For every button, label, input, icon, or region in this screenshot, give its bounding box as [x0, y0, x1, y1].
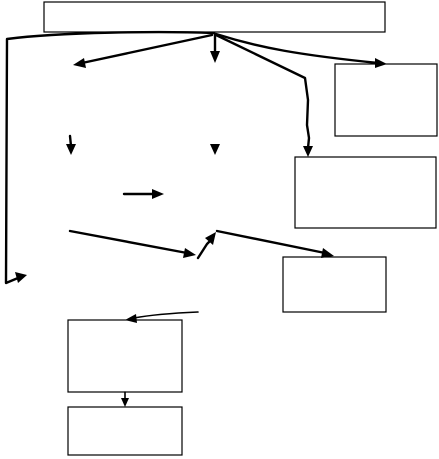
center-down-arrowhead	[210, 144, 220, 155]
hub-to-left-arrowhead	[73, 58, 86, 68]
left-loop-connector	[4, 30, 216, 285]
hub-to-right-upper-arrowhead	[375, 58, 387, 68]
into-bottom-upper-arrowhead	[125, 314, 137, 323]
merge-to-right-lower-connector	[215, 229, 327, 255]
middle-horizontal-arrowhead	[152, 189, 164, 199]
right-lower-box	[282, 256, 387, 313]
merge-to-right-lower-arrowhead	[321, 248, 334, 258]
right-upper-box	[334, 63, 438, 137]
top-box	[43, 1, 386, 33]
hub-to-right-upper-connector	[214, 32, 380, 65]
hub-to-right-middle-arrowhead	[303, 146, 313, 157]
right-middle-box	[294, 156, 437, 229]
bottom-upper-box	[67, 319, 183, 393]
left-loop-arrowhead	[15, 272, 27, 283]
zigzag-arrowhead	[205, 232, 216, 245]
bottom-lower-box	[67, 406, 183, 456]
hub-to-left-connector	[80, 33, 214, 65]
left-down-arrowhead	[66, 144, 76, 155]
into-bottom-upper-connector	[133, 311, 199, 319]
hub-to-right-middle-connector	[214, 33, 311, 150]
lower-left-to-merge-connector	[68, 229, 189, 255]
hub-to-center-arrowhead	[210, 51, 220, 63]
bottom-upper-to-lower-arrowhead	[121, 398, 129, 407]
lower-left-merge-arrowhead	[183, 248, 196, 258]
